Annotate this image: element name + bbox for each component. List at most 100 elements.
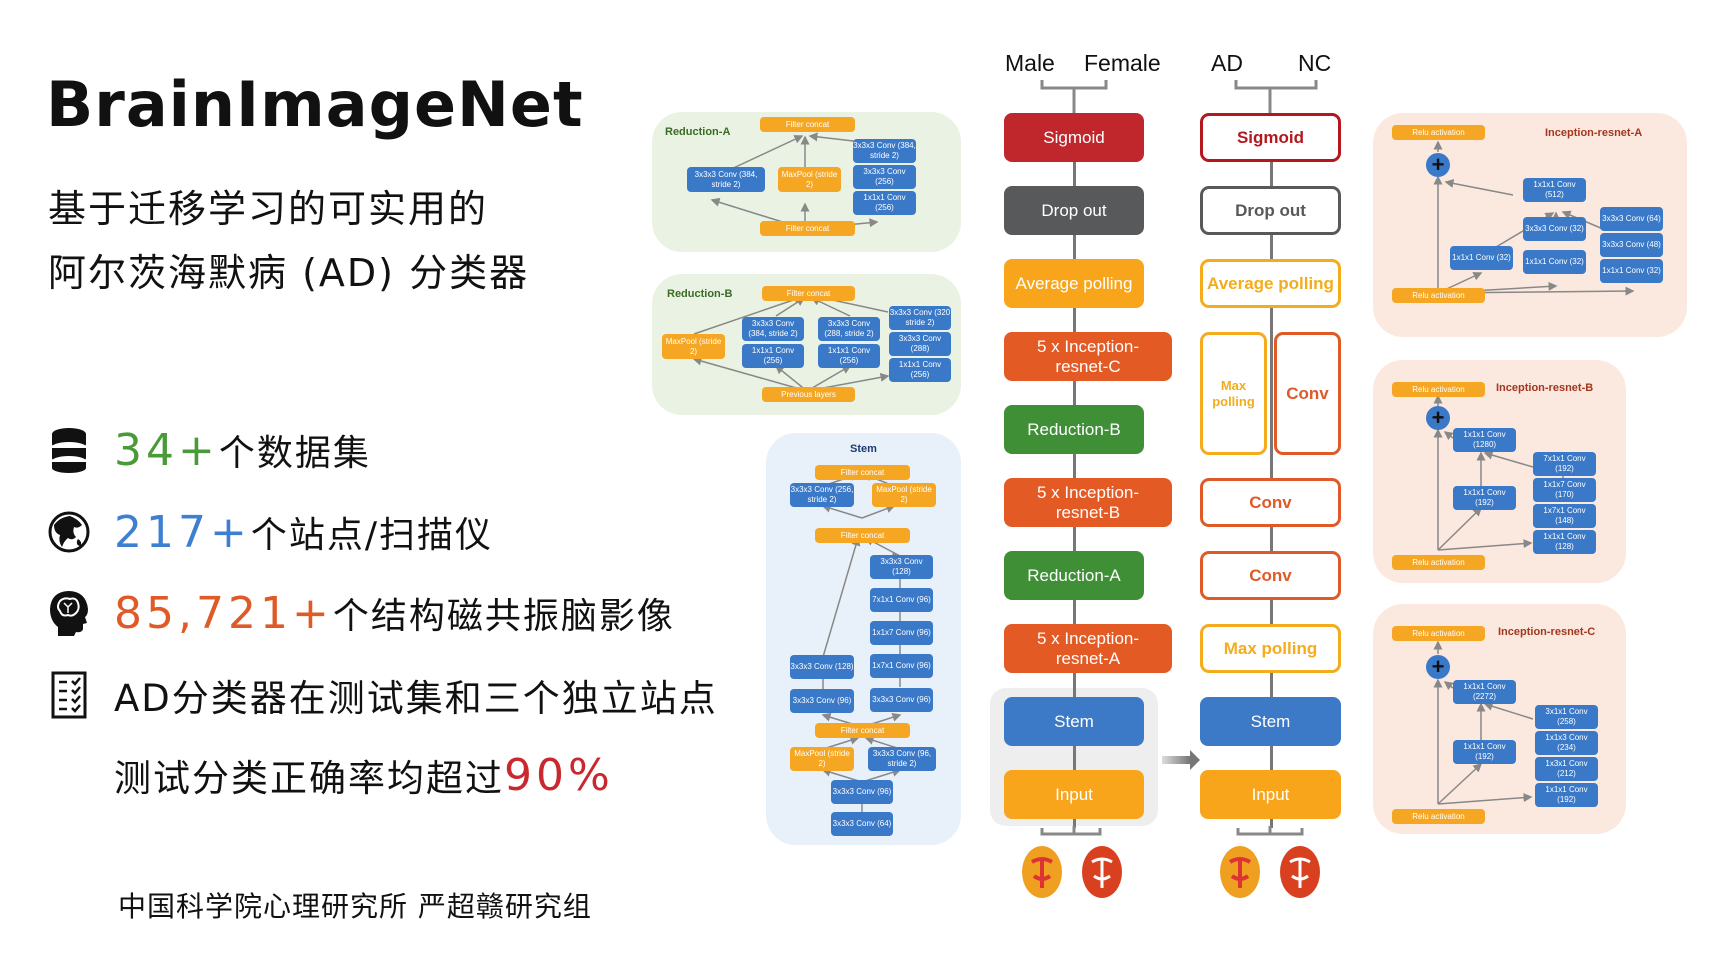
inception-b-title: Inception-resnet-B [1496, 382, 1594, 394]
sex-layer-5-x-inception-resnet-a: 5 x Inception-resnet-A [1004, 624, 1172, 673]
checklist-icon [48, 671, 90, 719]
conv-node: 1x7x1 Conv (96) [870, 654, 933, 678]
add-node-icon: + [1426, 153, 1450, 177]
relu-activation-bottom: Relu activation [1392, 809, 1485, 824]
stat-claim-2: 测试分类正确率均超过 90% [114, 745, 614, 805]
conv-node: 7x1x1 Conv (192) [1533, 452, 1596, 476]
input-brains-right [1220, 826, 1320, 898]
ad-layer-conv: Conv [1200, 478, 1341, 527]
conv-node: 3x3x3 Conv (384, stride 2) [853, 139, 916, 163]
conv-node: 1x1x1 Conv (32) [1600, 259, 1663, 283]
conv-node: 3x3x3 Conv (320 stride 2) [889, 306, 951, 330]
input-brains-left [1022, 826, 1122, 898]
filter-concat-low: Filter concat [815, 723, 910, 738]
conv-node: 1x1x1 Conv (512) [1523, 178, 1586, 202]
stem-panel: Stem Filter concat 3x3x3 Conv (256, stri… [766, 433, 961, 845]
filter-concat-top: Filter concat [815, 465, 910, 480]
sex-layer-drop-out: Drop out [1004, 186, 1144, 235]
ad-layer-stem: Stem [1200, 697, 1341, 746]
brain-head-icon [48, 589, 90, 637]
inception-a-title: Inception-resnet-A [1545, 127, 1643, 139]
maxpool-node: MaxPool (stride 2) [790, 747, 854, 771]
stat-datasets: 34+ 个数据集 [48, 420, 371, 480]
sex-layer-stem: Stem [1004, 697, 1144, 746]
inception-c-title: Inception-resnet-C [1498, 626, 1596, 638]
conv-node: 3x3x3 Conv (288) [889, 332, 951, 356]
conv-node: 3x3x3 Conv (96) [870, 688, 933, 712]
accuracy-value: 90% [504, 749, 614, 801]
previous-layers-node: Previous layers [762, 387, 855, 402]
output-nc: NC [1298, 50, 1332, 76]
app-title: BrainImageNet [46, 68, 584, 141]
conv-node: 1x1x1 Conv (32) [1450, 246, 1513, 270]
database-icon [48, 426, 90, 474]
inception-resnet-c-panel: Relu activation Inception-resnet-C + 1x1… [1373, 604, 1626, 834]
conv-node: 3x3x3 Conv (32) [1523, 217, 1586, 241]
stat-text: 个数据集 [218, 433, 371, 474]
relu-activation-top: Relu activation [1392, 125, 1485, 140]
conv-node: 1x1x1 Conv (192) [1453, 740, 1516, 764]
sex-layer-5-x-inception-resnet-c: 5 x Inception-resnet-C [1004, 332, 1172, 381]
ad-output-bracket [1234, 80, 1318, 114]
conv-node: 1x1x1 Conv (256) [853, 191, 916, 215]
maxpool-node: MaxPool (stride 2) [778, 167, 841, 192]
conv-node: 1x1x1 Conv (256) [889, 358, 951, 382]
reduction-a-title: Reduction-A [665, 126, 731, 138]
conv-node: 3x3x3 Conv (288, stride 2) [818, 317, 880, 341]
relu-activation-top: Relu activation [1392, 626, 1485, 641]
sex-layer-input: Input [1004, 770, 1144, 819]
globe-icon [48, 508, 90, 556]
conv-node: 3x3x3 Conv (64) [831, 812, 893, 836]
output-ad: AD [1211, 50, 1243, 76]
sex-layer-average-polling: Average polling [1004, 259, 1144, 308]
conv-node: 3x3x3 Conv (64) [1600, 207, 1663, 231]
reduction-b-title: Reduction-B [667, 288, 733, 300]
conv-node: 3x3x3 Conv (128) [790, 655, 854, 679]
conv-node: 3x3x3 Conv (128) [870, 555, 933, 579]
relu-activation-bottom: Relu activation [1392, 555, 1485, 570]
conv-node: 1x1x7 Conv (96) [870, 621, 933, 645]
inception-resnet-b-panel: Relu activation Inception-resnet-B + 1x1… [1373, 360, 1626, 583]
stat-number: 217+ [114, 506, 251, 558]
transfer-arrow-icon [1162, 750, 1200, 770]
claim-line-2: 测试分类正确率均超过 [114, 757, 504, 800]
output-male: Male [1005, 50, 1055, 76]
ad-layer-conv: Conv [1200, 551, 1341, 600]
conv-node: 1x1x1 Conv (192) [1535, 783, 1598, 807]
stem-title: Stem [850, 443, 877, 455]
filter-concat-top: Filter concat [760, 117, 855, 132]
conv-node: 1x1x1 Conv (128) [1533, 530, 1596, 554]
subtitle-line-2: 阿尔茨海默病 (AD) 分类器 [48, 251, 530, 295]
relu-activation-bottom: Relu activation [1392, 288, 1485, 303]
stat-number: 85,721+ [114, 587, 333, 639]
filter-concat-bottom: Filter concat [760, 221, 855, 236]
conv-node: 1x1x1 Conv (256) [818, 344, 880, 368]
footer-affiliation: 中国科学院心理研究所 严超赣研究组 [118, 890, 592, 923]
ad-layer-conv: Conv [1274, 332, 1341, 455]
conv-node: 1x1x1 Conv (192) [1453, 486, 1516, 510]
ad-layer-max-polling: Max polling [1200, 624, 1341, 673]
reduction-a-panel: Reduction-A Filter concat 3x3x3 Conv (38… [652, 112, 961, 252]
conv-node: 3x3x3 Conv (96) [790, 689, 854, 713]
filter-concat-top: Filter concat [762, 286, 855, 301]
stat-claim: AD分类器在测试集和三个独立站点 [48, 665, 718, 725]
ad-layer-drop-out: Drop out [1200, 186, 1341, 235]
conv-node: 3x3x3 Conv (96) [831, 780, 893, 804]
conv-node: 1x1x1 Conv (32) [1523, 250, 1586, 274]
maxpool-node: MaxPool (stride 2) [662, 334, 725, 359]
add-node-icon: + [1426, 655, 1450, 679]
conv-node: 1x1x1 Conv (1280) [1453, 428, 1516, 452]
filter-concat-mid: Filter concat [815, 528, 910, 543]
sex-network-connector [1073, 113, 1076, 828]
conv-node: 1x1x3 Conv (234) [1535, 731, 1598, 755]
conv-node: 1x1x1 Conv (2272) [1453, 680, 1516, 704]
stat-text: 个结构磁共振脑影像 [332, 596, 675, 637]
ad-layer-average-polling: Average polling [1200, 259, 1341, 308]
sex-layer-sigmoid: Sigmoid [1004, 113, 1144, 162]
ad-layer-sigmoid: Sigmoid [1200, 113, 1341, 162]
ad-network-connector [1269, 113, 1273, 828]
sex-layer-reduction-a: Reduction-A [1004, 551, 1144, 600]
conv-node: 7x1x1 Conv (96) [870, 588, 933, 612]
stat-images: 85,721+ 个结构磁共振脑影像 [48, 583, 675, 643]
sex-layer-reduction-b: Reduction-B [1004, 405, 1144, 454]
